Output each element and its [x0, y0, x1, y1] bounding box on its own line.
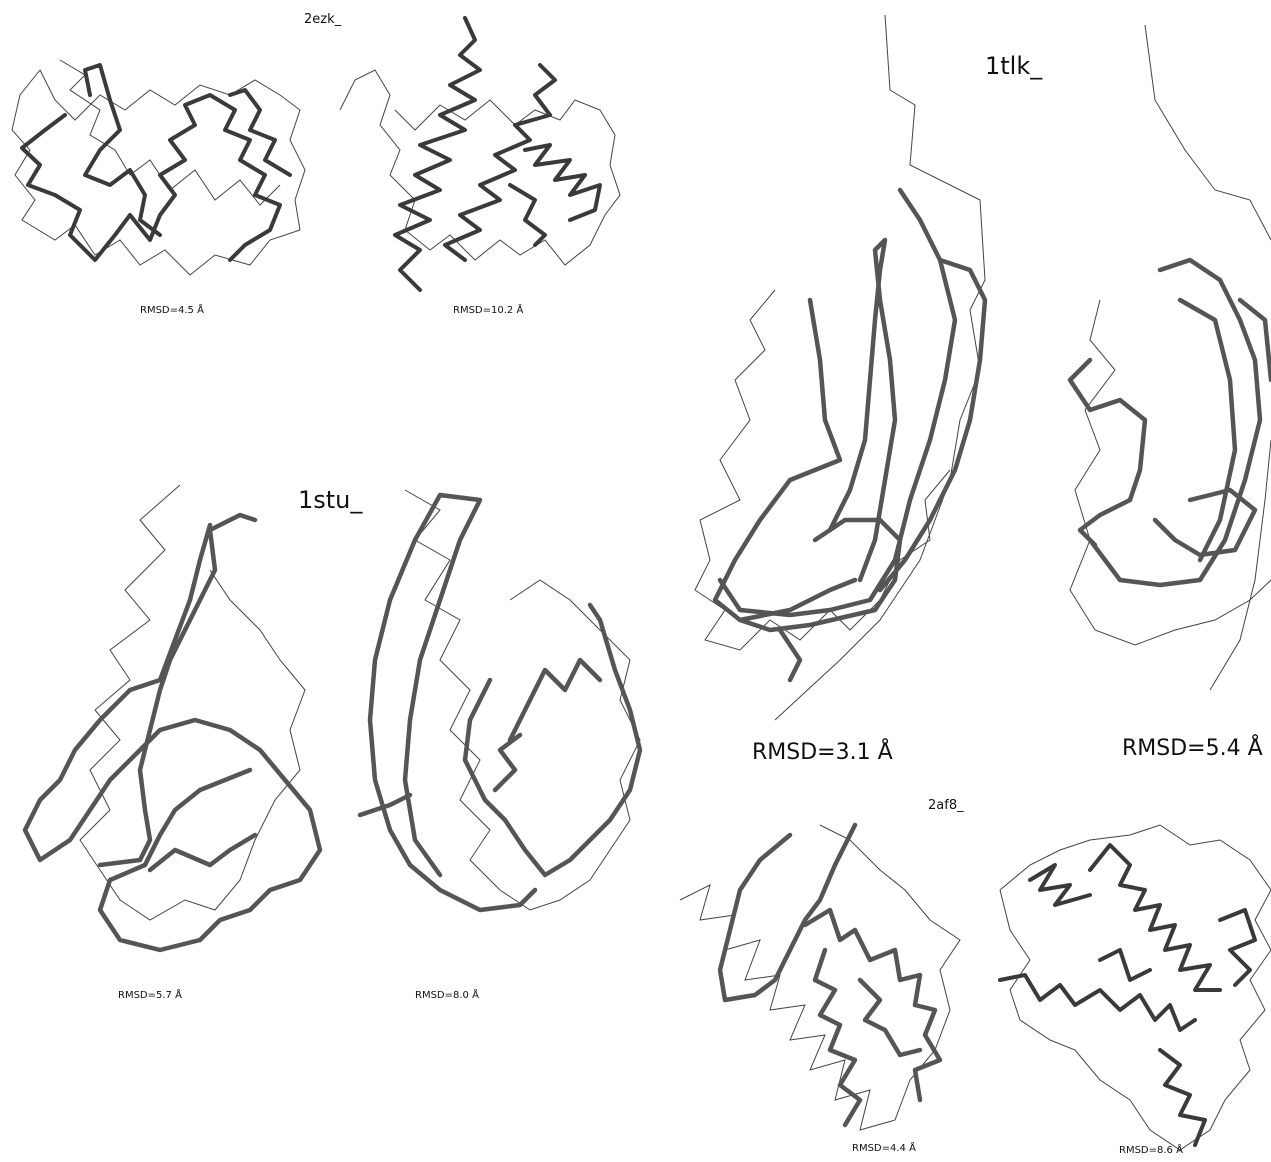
model-trace	[22, 65, 290, 260]
model-trace	[715, 190, 985, 620]
structure-1tlk-right	[1040, 0, 1271, 740]
model-trace	[25, 515, 320, 950]
structure-2af8-left	[660, 810, 980, 1160]
rmsd-label: RMSD=5.7 Å	[118, 990, 182, 1001]
rmsd-label: RMSD=3.1 Å	[752, 740, 893, 765]
rmsd-label: RMSD=5.4 Å	[1122, 736, 1263, 761]
structure-1tlk-left	[680, 0, 1010, 740]
rmsd-label: RMSD=4.4 Å	[852, 1143, 916, 1154]
structure-2ezk-right	[320, 0, 640, 300]
rmsd-label: RMSD=4.5 Å	[140, 305, 204, 316]
rmsd-label: RMSD=8.0 Å	[415, 990, 479, 1001]
structure-1stu-left	[0, 480, 330, 960]
structure-2af8-right	[980, 810, 1271, 1160]
rmsd-label: RMSD=10.2 Å	[453, 305, 523, 316]
rmsd-label: RMSD=8.6 Å	[1119, 1145, 1183, 1156]
structure-2ezk-left	[0, 0, 320, 300]
model-trace	[720, 825, 940, 1125]
structure-1stu-right	[330, 480, 660, 960]
